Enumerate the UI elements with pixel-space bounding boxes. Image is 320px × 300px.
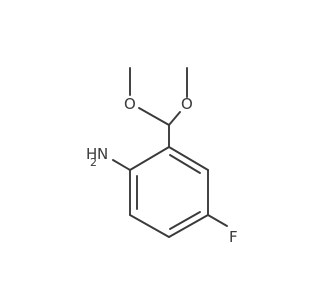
bonds: [112, 67, 228, 238]
ring-bond-c2-c3: [129, 214, 170, 238]
nitrogen-n-label: N: [97, 145, 108, 163]
molecule-structure: O O H N 2 F: [86, 67, 238, 246]
ring-double-bond-c5-c6: [169, 154, 201, 174]
atom-labels: O O H N 2 F: [86, 95, 238, 246]
ring-bond-c3-c4: [168, 214, 209, 238]
ring-bond-c6-c1: [129, 146, 170, 171]
bond-ch-o-right: [168, 111, 181, 126]
bond-ch-o-left: [138, 107, 170, 126]
bond-c4-f: [207, 214, 228, 227]
ring-bond-c5-c6: [168, 146, 209, 171]
nitrogen-subscript: 2: [90, 156, 97, 169]
bond-c1-n: [112, 159, 131, 171]
oxygen-right-label: O: [181, 95, 193, 113]
fluorine-label: F: [229, 228, 238, 246]
oxygen-left-label: O: [124, 95, 136, 113]
ring-double-bond-c3-c4: [169, 211, 201, 230]
nitrogen-h-label: H: [86, 145, 97, 163]
